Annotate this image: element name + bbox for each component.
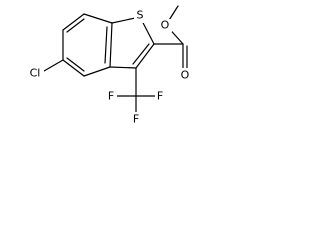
fluorine-atom-right: F (157, 90, 163, 103)
bond-c7-c6-inner (66, 18, 85, 33)
thiophene-ring (109, 16, 155, 69)
fluorine-atom-left: F (108, 90, 114, 103)
bond-c7a-c7 (83, 13, 113, 24)
benzene-ring (62, 13, 113, 77)
bond-c3a-c7a (109, 22, 113, 68)
bond-c5-cl (43, 59, 64, 72)
carbonyl-oxygen-atom: O (181, 69, 190, 82)
sulfur-atom: S (137, 9, 144, 22)
bond-c5-c4 (62, 59, 85, 77)
chlorine-atom: Cl (30, 67, 41, 80)
atom-labels: S Cl O O F F F (26, 8, 191, 126)
ester-oxygen-atom: O (161, 19, 170, 32)
bond-c5-c4-inner (66, 57, 85, 72)
bond-c2-c3-inner (132, 43, 150, 65)
bond-c4-c3a (83, 66, 111, 77)
bond-c3a-c7a-inner (104, 26, 108, 64)
ester-group (153, 5, 188, 70)
bond-c7-c6 (62, 13, 85, 31)
molecule-structure: S Cl O O F F F (26, 5, 191, 126)
trifluoromethyl-group (114, 67, 158, 116)
fluorine-atom-bottom: F (133, 113, 139, 126)
bond-c3-c3a (109, 66, 137, 69)
bond-c2-c3 (135, 43, 155, 69)
